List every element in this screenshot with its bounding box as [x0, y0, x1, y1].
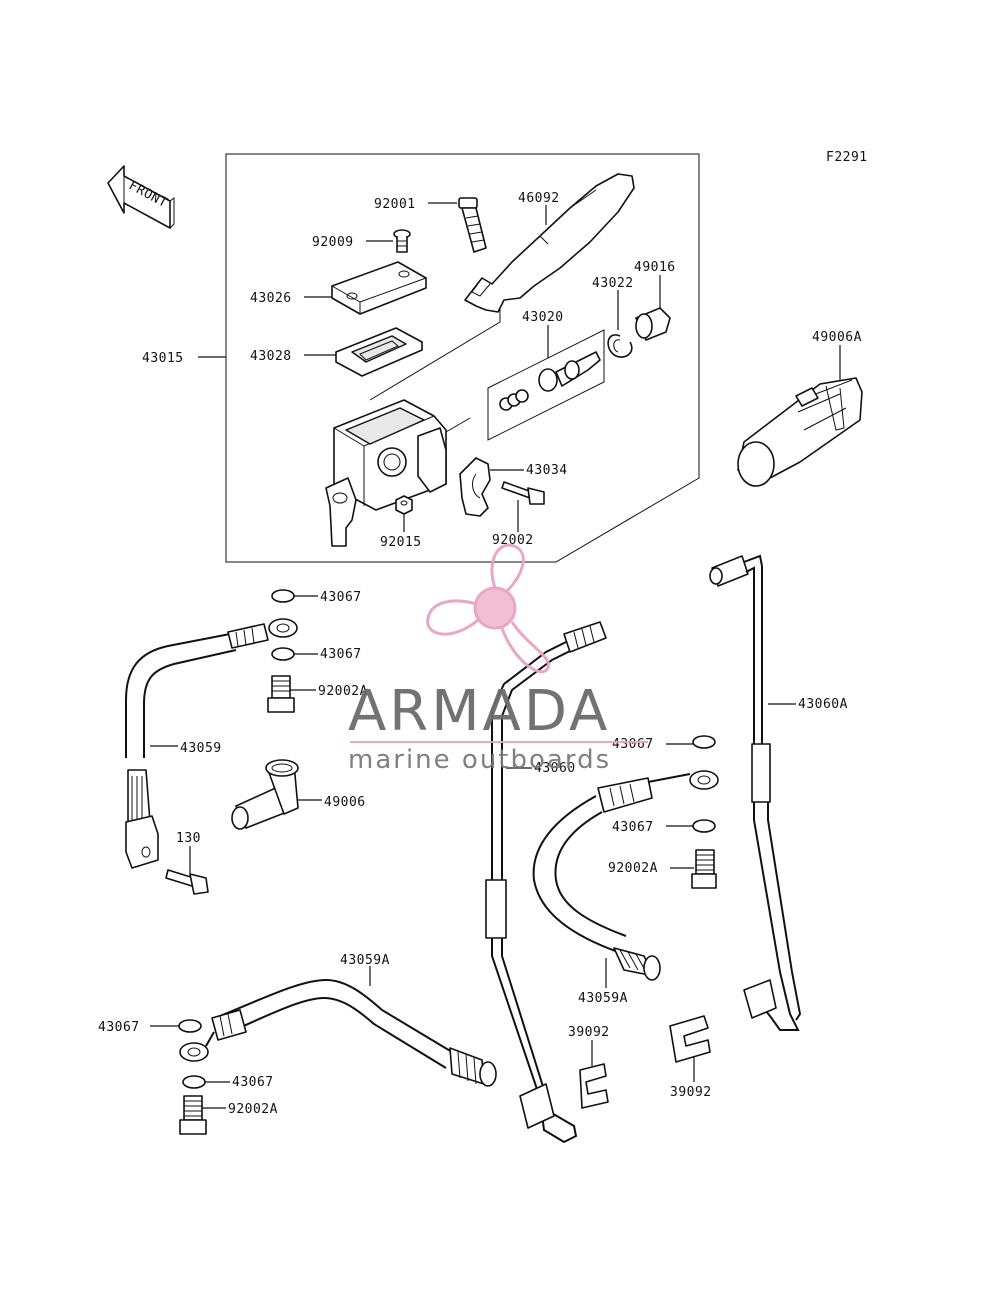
- callout-92015: 92015: [380, 535, 422, 550]
- callout-43067-c: 43067: [612, 737, 654, 752]
- callout-43015: 43015: [142, 351, 184, 366]
- callout-92002: 92002: [492, 533, 534, 548]
- brake-lever: [464, 173, 635, 313]
- callout-43067-b: 43067: [320, 647, 362, 662]
- banjo-bolt: [179, 1095, 207, 1135]
- washer-icon: [182, 1075, 206, 1089]
- callout-39092-b: 39092: [670, 1085, 712, 1100]
- brake-hose-right: [532, 770, 719, 981]
- callout-43022: 43022: [592, 276, 634, 291]
- callout-92002A-b: 92002A: [608, 861, 658, 876]
- watermark: ARMADA marine outboards: [348, 543, 648, 775]
- brake-hose-bottom: [179, 978, 497, 1087]
- pipe-clip: [579, 1063, 609, 1109]
- callout-92002A-a: 92002A: [318, 684, 368, 699]
- washer-icon: [271, 589, 295, 603]
- master-cylinder-body: [325, 399, 447, 547]
- handlebar-clamp: [459, 457, 491, 517]
- callout-43067-f: 43067: [232, 1075, 274, 1090]
- piston-kit: [487, 329, 605, 441]
- pipe-clip: [669, 1015, 711, 1063]
- washer-icon: [178, 1019, 202, 1033]
- propeller-icon: [426, 543, 550, 674]
- callout-49006A: 49006A: [812, 330, 862, 345]
- watermark-tagline: marine outboards: [348, 745, 611, 775]
- hose-cap: [231, 759, 299, 830]
- banjo-bolt: [691, 849, 717, 889]
- callout-43067-e: 43067: [98, 1020, 140, 1035]
- callout-130: 130: [176, 831, 201, 846]
- washer-icon: [271, 647, 295, 661]
- callout-43059A-b: 43059A: [340, 953, 390, 968]
- callout-49006: 49006: [324, 795, 366, 810]
- dust-boot: [635, 307, 671, 341]
- hex-nut: [395, 495, 413, 515]
- callout-43059: 43059: [180, 741, 222, 756]
- clamp-bolt: [501, 481, 545, 505]
- callout-92001: 92001: [374, 197, 416, 212]
- callout-43059A-a: 43059A: [578, 991, 628, 1006]
- brake-hose-left: [125, 618, 298, 869]
- front-arrow-icon: FRONT: [107, 165, 175, 229]
- cover-screw: [393, 229, 411, 253]
- watermark-brand: ARMADA: [348, 679, 610, 744]
- callout-49016: 49016: [634, 260, 676, 275]
- washer-icon: [692, 819, 716, 833]
- brake-pipe-43060: [485, 621, 607, 1144]
- callout-39092-a: 39092: [568, 1025, 610, 1040]
- diaphragm: [335, 327, 423, 377]
- callout-92009: 92009: [312, 235, 354, 250]
- circlip: [607, 334, 633, 358]
- mounting-bolt: [165, 869, 209, 895]
- brake-pipe-43060A: [709, 554, 802, 1031]
- callout-43034: 43034: [526, 463, 568, 478]
- reservoir-cover: [331, 261, 427, 315]
- callout-43060: 43060: [534, 761, 576, 776]
- reservoir-tank: [737, 377, 863, 487]
- callout-43060A: 43060A: [798, 697, 848, 712]
- assembly-box: [225, 153, 700, 563]
- banjo-bolt: [267, 675, 295, 713]
- callout-43028: 43028: [250, 349, 292, 364]
- callout-43067-d: 43067: [612, 820, 654, 835]
- callout-43026: 43026: [250, 291, 292, 306]
- callout-43067-a: 43067: [320, 590, 362, 605]
- washer-icon: [692, 735, 716, 749]
- callout-43020: 43020: [522, 310, 564, 325]
- figure-code: F2291: [826, 150, 868, 165]
- callout-92002A-c: 92002A: [228, 1102, 278, 1117]
- pivot-bolt: [458, 197, 487, 253]
- callout-46092: 46092: [518, 191, 560, 206]
